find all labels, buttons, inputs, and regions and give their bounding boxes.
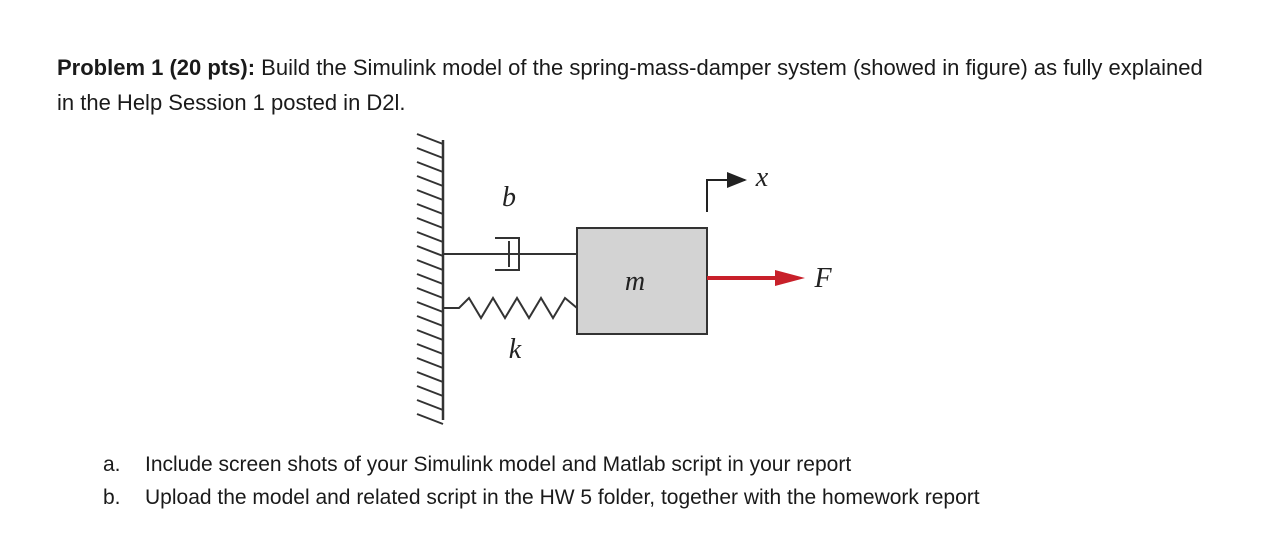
displacement-arrow [706, 172, 747, 212]
spring [443, 296, 578, 320]
force-label: F [813, 263, 832, 294]
task-marker: b. [103, 486, 121, 509]
problem-heading: Problem 1 (20 pts): [57, 55, 256, 80]
problem-text: Build the Simulink model of the spring-m… [57, 55, 1203, 115]
force-arrow [707, 270, 805, 286]
spring-label: k [509, 334, 522, 365]
task-text: Include screen shots of your Simulink mo… [145, 453, 852, 476]
mass-label: m [625, 266, 645, 297]
task-item: b. Upload the model and related script i… [103, 481, 980, 514]
wall [416, 133, 445, 425]
mass-block [576, 227, 708, 335]
damper [443, 237, 577, 271]
task-item: a. Include screen shots of your Simulink… [103, 448, 980, 481]
problem-statement: Problem 1 (20 pts): Build the Simulink m… [57, 50, 1207, 120]
spring-mass-damper-figure: b k m F x [395, 130, 875, 430]
task-text: Upload the model and related script in t… [145, 486, 980, 509]
damper-label: b [502, 182, 516, 213]
task-list: a. Include screen shots of your Simulink… [103, 448, 980, 514]
spring-mass-damper-diagram: b k m F x [416, 133, 832, 425]
task-marker: a. [103, 453, 121, 476]
displacement-label: x [755, 162, 769, 193]
